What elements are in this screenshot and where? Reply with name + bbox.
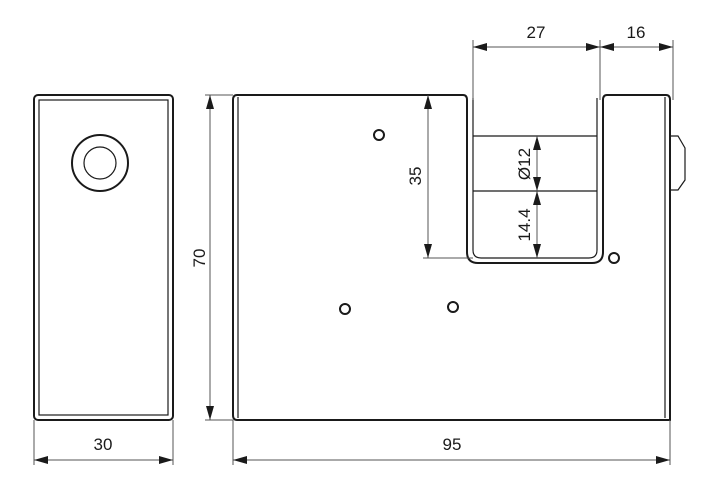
dim-slot-depth: 35 <box>406 167 425 186</box>
rivet-hole <box>608 252 620 264</box>
rivet-hole <box>373 129 385 141</box>
side-bump <box>670 135 686 191</box>
dimension-labels: 27 16 70 35 Ø12 14.4 30 95 <box>94 23 646 454</box>
dim-height: 70 <box>190 249 209 268</box>
dim-side-offset: 16 <box>627 23 646 42</box>
shackle <box>472 98 598 259</box>
dim-slot-width: 27 <box>527 23 546 42</box>
dimension-lines <box>33 40 674 465</box>
dim-shackle-diameter: Ø12 <box>515 148 534 180</box>
dim-body-width: 95 <box>443 435 462 454</box>
side-view <box>33 94 174 421</box>
front-view <box>232 94 686 421</box>
dim-shackle-clearance: 14.4 <box>515 208 534 241</box>
keyhole-outer-ring <box>71 134 129 192</box>
rivet-hole <box>339 303 351 315</box>
rivet-hole <box>447 301 459 313</box>
keyhole <box>83 146 117 180</box>
dim-side-width: 30 <box>94 435 113 454</box>
